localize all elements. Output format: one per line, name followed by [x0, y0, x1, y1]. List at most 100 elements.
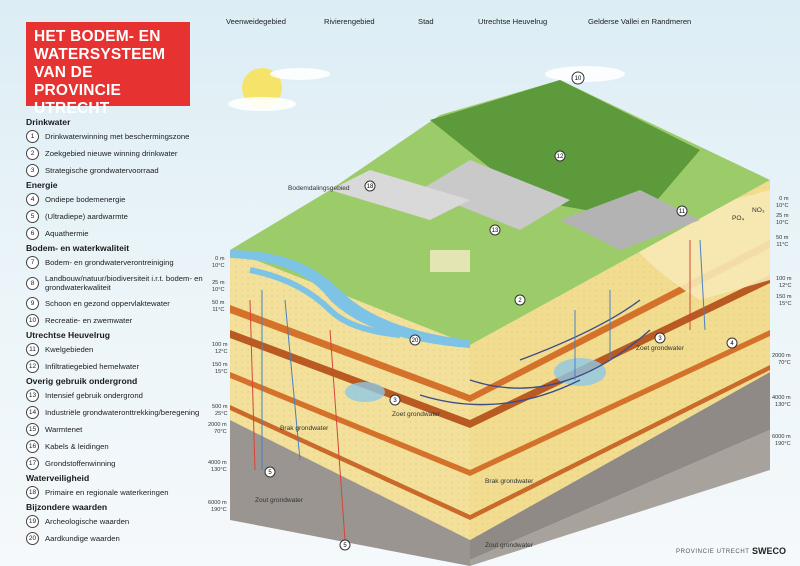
svg-text:10: 10 — [575, 76, 582, 82]
salt-groundwater-label: Zout grondwater — [485, 542, 534, 549]
depth-value: 2000 m — [208, 422, 227, 428]
depth-value: 6000 m — [772, 434, 791, 440]
legend-label: Landbouw/natuur/biodiversiteit i.r.t. bo… — [45, 274, 203, 292]
scene-marker: 18 — [364, 180, 376, 192]
legend-label: Aardkundige waarden — [45, 534, 120, 543]
geothermal-wells — [249, 240, 691, 541]
temperature-value: 12°C — [779, 282, 792, 289]
temperature-value: 10°C — [212, 262, 225, 269]
depth-value: 6000 m — [208, 500, 227, 506]
depth-value: 100 m — [212, 342, 228, 348]
scene-marker: 5 — [264, 466, 276, 478]
temperature-value: 15°C — [215, 368, 228, 375]
legend-number: 12 — [26, 360, 39, 373]
legend-category: Overig gebruik ondergrond — [26, 376, 138, 386]
legend-item: 1 Drinkwaterwinning met beschermingszone — [26, 128, 218, 145]
legend-label: Intensief gebruik ondergrond — [45, 391, 143, 400]
depth-value: 50 m — [776, 235, 789, 241]
legend-number: 10 — [26, 314, 39, 327]
scene-marker: 11 — [676, 205, 688, 217]
legend-number: 15 — [26, 423, 39, 436]
sweco-logo: SWECO — [752, 546, 787, 556]
legend-label: Strategische grondwatervoorraad — [45, 166, 159, 175]
legend-number: 11 — [26, 343, 39, 356]
legend-number: 20 — [26, 532, 39, 545]
legend-label: Archeologische waarden — [45, 517, 130, 526]
legend-number: 18 — [26, 486, 39, 499]
svg-text:3: 3 — [393, 398, 397, 404]
legend-item: 18 Primaire en regionale waterkeringen — [26, 484, 218, 501]
region-label: Rivierengebied — [324, 17, 375, 26]
legend-item: 12 Infiltratiegebied hemelwater — [26, 358, 218, 375]
region-label: Gelderse Vallei en Randmeren — [588, 17, 692, 26]
title-line: VAN DE PROVINCIE — [34, 64, 122, 99]
depth-value: 150 m — [776, 294, 792, 300]
scene-marker: 3 — [389, 394, 401, 406]
legend-item: 5(Ultradiepe) aardwarmte — [26, 208, 218, 225]
scene-marker: 3 — [654, 332, 666, 344]
temperature-value: 11°C — [212, 306, 225, 313]
legend-category: Bodem- en waterkwaliteit — [26, 243, 130, 253]
depth-value: 100 m — [776, 276, 792, 282]
legend-number: 14 — [26, 406, 39, 419]
svg-text:20: 20 — [412, 338, 419, 344]
svg-text:4: 4 — [730, 341, 734, 347]
legend-number: 4 — [26, 193, 39, 206]
region-label: Stad — [418, 17, 434, 26]
title-line: HET BODEM- EN — [34, 28, 161, 45]
cross-section-right — [470, 180, 770, 540]
depth-value: 150 m — [212, 362, 228, 368]
temperature-value: 11°C — [776, 241, 789, 248]
legend-label: Warmtenet — [45, 425, 83, 434]
legend-label: Drinkwaterwinning met beschermingszone — [45, 132, 190, 141]
svg-text:12: 12 — [557, 154, 564, 160]
legend-label: Ondiepe bodemenergie — [45, 195, 126, 204]
svg-text:5: 5 — [343, 543, 347, 549]
title-block: HET BODEM- EN WATERSYSTEEM VAN DE PROVIN… — [26, 22, 190, 117]
legend-number: 1 — [26, 130, 39, 143]
scene-marker: 12 — [554, 150, 566, 162]
legend-number: 9 — [26, 297, 39, 310]
legend-category: Bijzondere waarden — [26, 502, 108, 512]
legend-label: Primaire en regionale waterkeringen — [45, 488, 169, 497]
legend-item: 9 Schoon en gezond oppervlaktewater — [26, 295, 218, 312]
legend-number: 8 — [26, 276, 39, 290]
provincie-utrecht-logo: PROVINCIE UTRECHT — [676, 549, 750, 555]
region-label: Veenweidegebied — [226, 17, 286, 26]
legend-label: Infiltratiegebied hemelwater — [45, 362, 140, 371]
salt-groundwater-label: Zout grondwater — [255, 497, 304, 504]
legend-item: 20 Aardkundige waarden — [26, 530, 218, 547]
deep-layer — [230, 372, 770, 566]
depth-value: 4000 m — [772, 395, 791, 401]
legend-label: Schoon en gezond oppervlaktewater — [45, 299, 170, 308]
legend-item: 15 Warmtenet — [26, 421, 218, 438]
svg-text:2: 2 — [518, 298, 522, 304]
legend-item: 10 Recreatie- en zwemwater — [26, 312, 218, 329]
temperature-value: 130°C — [211, 466, 227, 473]
wells — [261, 239, 706, 470]
land-surface — [230, 80, 770, 348]
scene-markers: 10 12 18 13 2 20 3 5 5 4 3 11 — [264, 71, 738, 551]
legend-item: 8 Landbouw/natuur/biodiversiteit i.r.t. b… — [26, 271, 218, 295]
scene-marker: 2 — [514, 294, 526, 306]
legend-label: Recreatie- en zwemwater — [45, 316, 133, 325]
depth-value: 25 m — [776, 213, 789, 219]
depth-value: 25 m — [212, 280, 225, 286]
phosphate-label: PO₄ — [732, 215, 745, 222]
